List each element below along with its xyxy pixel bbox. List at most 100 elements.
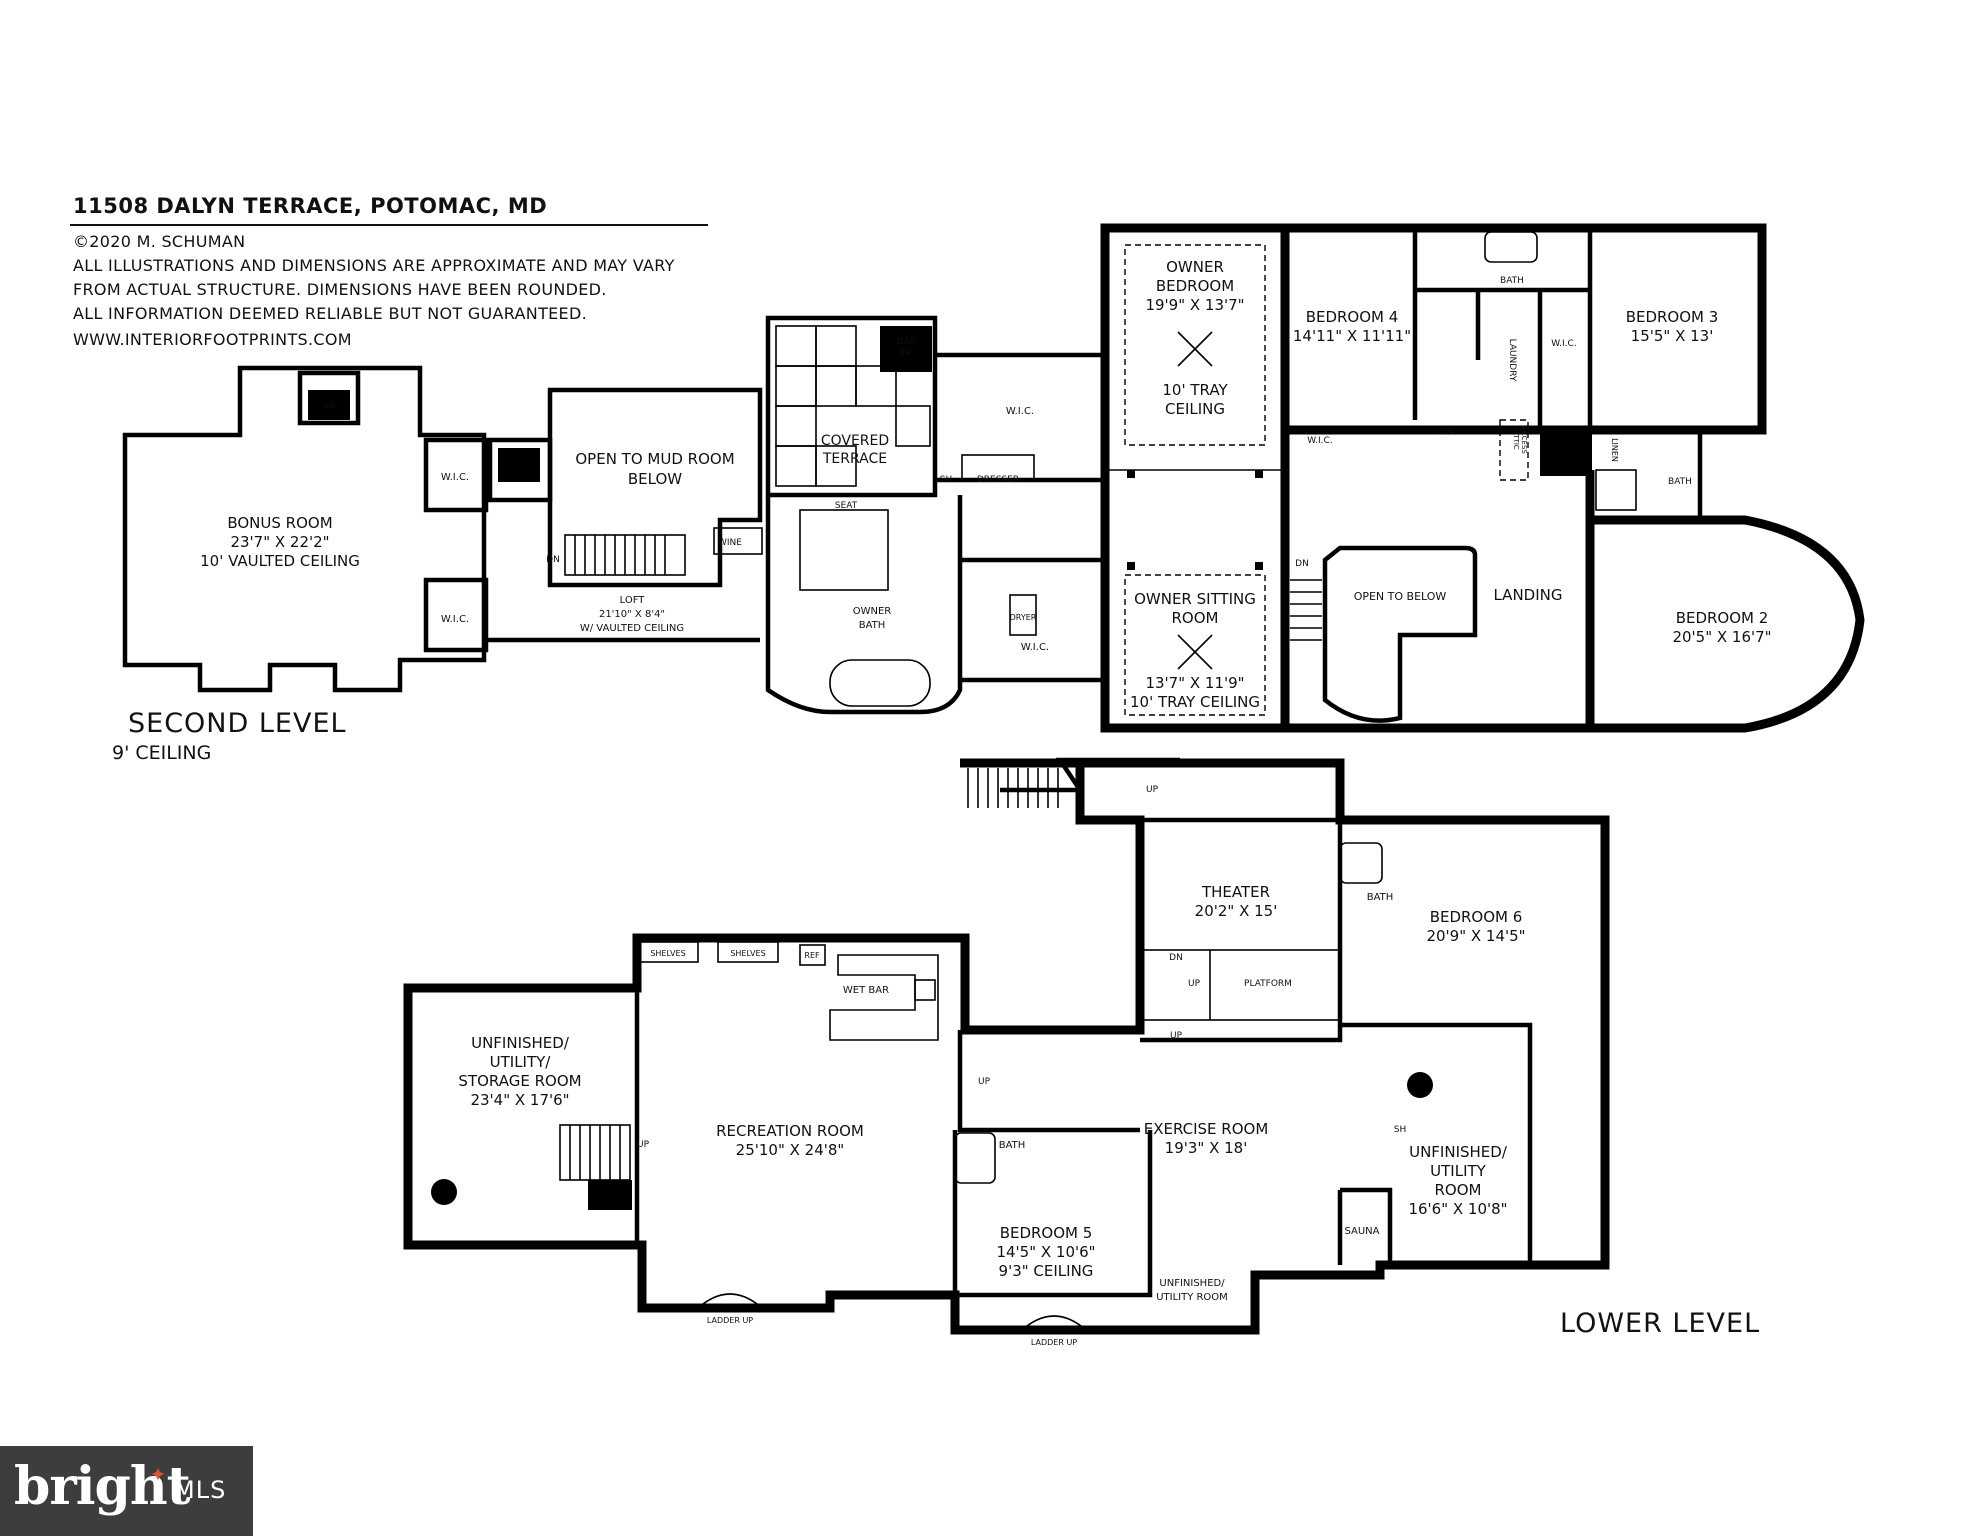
- storage-label-1: UNFINISHED/: [471, 1034, 570, 1052]
- open-mud-room-walls: [547, 387, 763, 588]
- covered-terrace-label-2: TERRACE: [822, 451, 887, 467]
- loft-ceiling: W/ VAULTED CEILING: [580, 623, 684, 634]
- owner-bath-walls: [765, 495, 963, 715]
- tray-ceiling-1: [1124, 244, 1266, 446]
- dryer-label: DRYER: [1010, 613, 1037, 622]
- open-mud-label-2: BELOW: [628, 470, 682, 488]
- wic-a-walls: [423, 437, 489, 513]
- column-2: [1407, 1072, 1433, 1098]
- bedroom-5-label: BEDROOM 5: [1000, 1224, 1093, 1242]
- lower-dark-box: [588, 1180, 632, 1210]
- lower-up-low-label: UP: [1170, 1031, 1183, 1041]
- terrace-tiles: [775, 325, 931, 487]
- loft-dn-label: DN: [546, 555, 560, 565]
- bonus-room-label: BONUS ROOM: [227, 514, 332, 532]
- recreation-room-label: RECREATION ROOM: [716, 1122, 864, 1140]
- lower-top-stair: [1000, 757, 1180, 793]
- bedroom-2-walls: [1585, 515, 1865, 733]
- second-level-ceiling: 9' CEILING: [112, 742, 212, 764]
- bedroom-2-dims: 20'5" X 16'7": [1672, 628, 1771, 646]
- bedroom-4-dims: 14'11" X 11'11": [1293, 327, 1411, 345]
- exercise-sh-label: SH: [1394, 1125, 1406, 1135]
- bonus-room-walls: [122, 365, 487, 693]
- lower-outer-walls: [403, 758, 1610, 1335]
- gas-fp-label-2: FP: [901, 349, 912, 359]
- recreation-room-dims: 25'10" X 24'8": [736, 1141, 845, 1159]
- logo-mls-text: MLS: [174, 1476, 227, 1504]
- hall-dark-shaft: [1540, 430, 1592, 476]
- bedroom-6-label: BEDROOM 6: [1430, 908, 1523, 926]
- laundry-label: LAUNDRY: [1507, 339, 1517, 382]
- bedroom-6-dims: 20'9" X 14'5": [1426, 927, 1525, 945]
- covered-terrace-walls: [765, 315, 938, 498]
- bath-tub-top: [1484, 231, 1538, 263]
- loft-stair: [564, 534, 686, 576]
- logo-brand-text: bright: [14, 1456, 191, 1517]
- shelves-2-label: SHELVES: [730, 949, 765, 958]
- open-to-below-rail: [1322, 545, 1478, 723]
- owner-sitting-dims: 13'7" X 11'9": [1145, 674, 1244, 692]
- wic-b-label: W.I.C.: [441, 614, 469, 625]
- owner-bedroom-dims: 19'9" X 13'7": [1145, 296, 1244, 314]
- lower-top-stair-steps: [967, 768, 1059, 808]
- bedroom-3-dims: 15'5" X 13': [1631, 327, 1714, 345]
- tray-ceiling-2-label: 10' TRAY CEILING: [1130, 693, 1260, 711]
- second-level-plan: [122, 223, 1865, 733]
- dresser-label: DRESSER: [977, 475, 1019, 485]
- utility-room-label-1: UNFINISHED/: [1409, 1143, 1508, 1161]
- tray-ceiling-2: [1124, 574, 1266, 716]
- owner-wic-low-label: W.I.C.: [1021, 642, 1049, 653]
- bright-mls-logo: bright MLS: [0, 1446, 253, 1536]
- wet-bar-counter: [829, 954, 939, 1041]
- fireplace-label: FP: [325, 403, 336, 413]
- theater-walls: [1140, 817, 1343, 1043]
- wic-a-label: W.I.C.: [441, 472, 469, 483]
- north-interior-walls: [1412, 228, 1593, 430]
- lower-level-plan: [403, 757, 1610, 1335]
- platform-label: PLATFORM: [1244, 979, 1292, 989]
- website-line: WWW.INTERIORFOOTPRINTS.COM: [73, 330, 352, 349]
- shelves-1-label: SHELVES: [650, 949, 685, 958]
- exercise-room-label: EXERCISE ROOM: [1144, 1120, 1269, 1138]
- wine-box: [713, 527, 763, 555]
- bedroom-5-dims: 14'5" X 10'6": [996, 1243, 1095, 1261]
- bedroom5-walls: [952, 1130, 1153, 1298]
- title-underline: [70, 224, 708, 226]
- bedroom-5-ceiling: 9'3" CEILING: [999, 1262, 1094, 1280]
- bedroom-2-label: BEDROOM 2: [1676, 609, 1769, 627]
- fireplace-bonus-fill: [308, 390, 350, 420]
- logo-accent-icon: [152, 1468, 164, 1480]
- owner-bedroom-label-2: BEDROOM: [1156, 277, 1234, 295]
- owner-bath-tub: [829, 659, 931, 707]
- gas-fireplace: [880, 326, 932, 372]
- wine-label: WINE: [718, 538, 742, 548]
- sauna-label: SAUNA: [1344, 1226, 1379, 1237]
- wet-bar-label: WET BAR: [843, 985, 889, 996]
- disclaimer-line-3: ALL INFORMATION DEEMED RELIABLE BUT NOT …: [73, 304, 587, 323]
- wic-b-walls: [423, 577, 489, 653]
- bath-b2-walls: [1590, 427, 1703, 523]
- main-stair: [1290, 579, 1322, 641]
- bonus-room-ceiling: 10' VAULTED CEILING: [200, 552, 360, 570]
- recreation-up-label: UP: [978, 1077, 991, 1087]
- bath-b2-label: BATH: [1668, 477, 1692, 487]
- copyright-line: ©2020 M. SCHUMAN: [73, 232, 246, 251]
- owner-wic-walls: [935, 352, 1108, 483]
- tray-ceiling-1-label-1: 10' TRAY: [1162, 381, 1228, 399]
- theater-label: THEATER: [1201, 883, 1270, 901]
- linen-label: LINEN: [1610, 438, 1619, 462]
- fireplace-bonus: [297, 370, 361, 426]
- open-to-below-label: OPEN TO BELOW: [1354, 590, 1447, 603]
- owner-bath-label-1: OWNER: [853, 606, 892, 617]
- second-level-label: SECOND LEVEL: [128, 708, 347, 739]
- small-utility-label-1: UNFINISHED/: [1159, 1278, 1225, 1289]
- theater-dims: 20'2" X 15': [1195, 902, 1278, 920]
- sh-label: SH: [940, 475, 952, 485]
- lower-level-label: LOWER LEVEL: [1560, 1308, 1761, 1339]
- ladder-up-1-label: LADDER UP: [707, 1316, 753, 1325]
- bath-top-label: BATH: [1500, 276, 1524, 286]
- hall-dark-box: [498, 448, 540, 482]
- storage-label-2: UTILITY/: [490, 1053, 552, 1071]
- ladder-well-2: [1021, 1315, 1087, 1331]
